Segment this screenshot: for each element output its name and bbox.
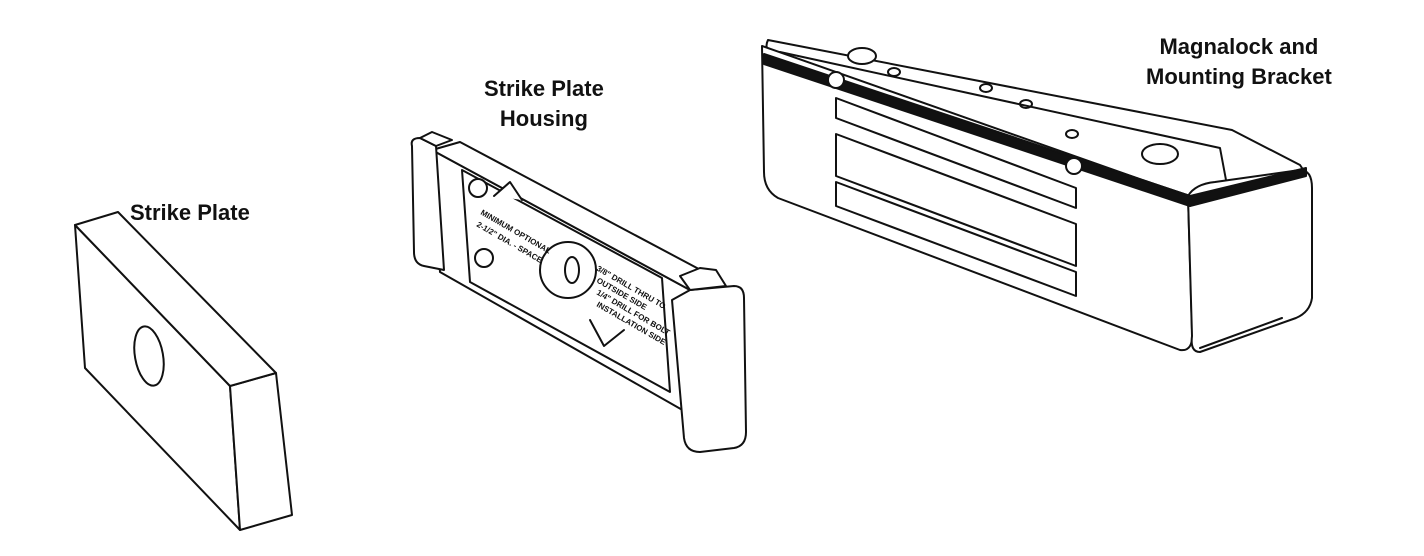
housing-arrow-lower [589,319,625,347]
magnalock-top-hole-3 [979,83,993,93]
housing-right-cap [671,285,747,453]
label-housing-line-1: Strike Plate [484,76,604,101]
label-magnalock-line-2: Mounting Bracket [1146,64,1332,89]
housing-small-hole-lower [474,248,494,268]
label-magnalock: Magnalock and Mounting Bracket [1146,32,1332,92]
label-magnalock-line-1: Magnalock and [1159,34,1319,59]
magnalock-top-hole-2 [887,67,901,77]
housing-arrow-upper [493,181,523,201]
magnalock-top-hole-6 [1141,143,1179,165]
strike-plate-illustration [74,211,293,531]
magnalock-core-slot-1 [835,97,1077,209]
magnalock-right-end [1187,169,1313,353]
label-strike-plate-text: Strike Plate [130,200,250,225]
magnalock-top-hole-5 [1065,129,1079,139]
magnalock-chamfer-line [1199,317,1283,349]
label-strike-plate-housing: Strike Plate Housing [484,74,604,134]
magnalock-pin-left [827,71,845,89]
strike-plate-housing-illustration [410,131,747,453]
housing-left-cap [410,137,445,271]
housing-left-cap-tab [419,131,453,147]
strike-plate-top-face [74,211,277,387]
housing-boss-hole [564,256,580,284]
strike-plate-hole [133,325,165,387]
magnalock-core-slot-2 [835,133,1077,267]
magnalock-pin-right [1065,157,1083,175]
label-housing-line-2: Housing [499,106,588,131]
magnalock-illustration [761,39,1313,353]
strike-plate-side-face [229,372,293,531]
magnalock-top-rib [779,51,1227,181]
magnalock-right-stripe [1189,167,1307,207]
magnalock-core-slot-3 [835,181,1077,297]
housing-right-cap-tab [679,267,727,291]
housing-small-hole-upper [468,178,488,198]
magnalock-top-hole-1 [847,47,877,65]
label-strike-plate: Strike Plate [130,198,250,228]
